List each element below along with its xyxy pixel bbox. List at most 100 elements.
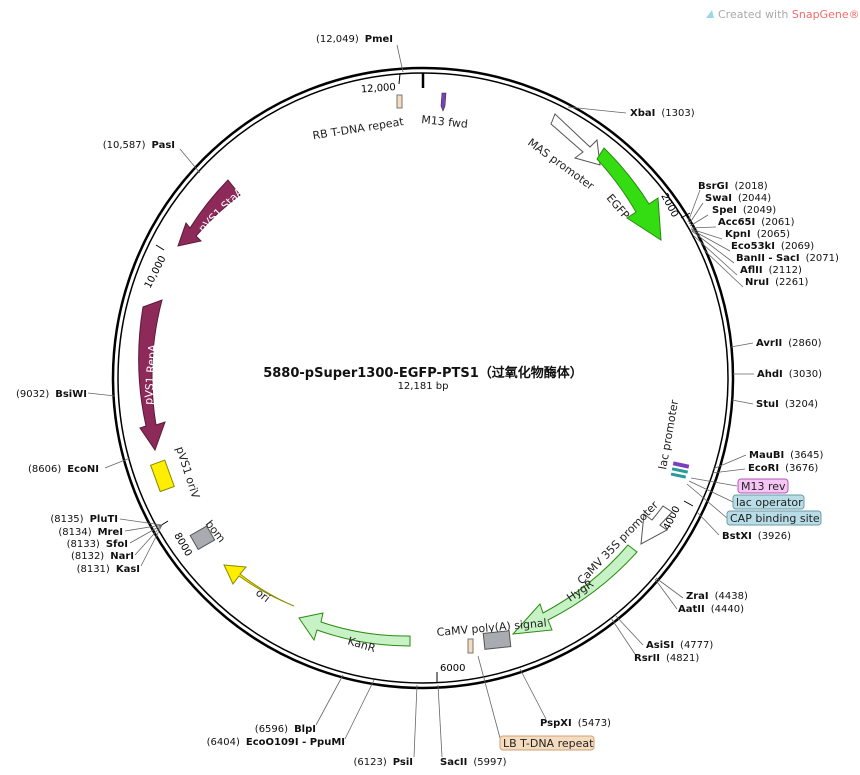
enzyme-bsiwi[interactable]: (9032)BsiWI [16,389,87,400]
badge-lac-operator-label: lac operator [736,496,803,509]
leader-m13rev [690,477,738,487]
leader-acc65i [690,226,717,229]
enzyme-eco53ki[interactable]: Eco53kI(2069) [731,241,814,252]
lac-operator-box[interactable] [671,467,689,474]
leader-banii [691,230,735,264]
enzyme-xbai[interactable]: XbaI(1303) [630,108,695,119]
badge-lb-tdna-repeat[interactable] [499,735,595,751]
camv-polya-box[interactable] [482,630,512,650]
ruler-tick-4000 [683,500,694,507]
ori-arrow[interactable] [223,564,295,607]
enzyme-ecori[interactable]: EcoRI(3676) [748,463,818,474]
enzyme-econi[interactable]: (8606)EcoNI [28,464,99,475]
watermark-suffix: ® [849,8,860,21]
kanr-arrow[interactable] [298,612,411,647]
camv-35s-promoter-label: CaMV 35S promoter [575,498,661,587]
pvs1-oriv-box[interactable] [149,459,175,493]
leader-ppumi [344,679,375,740]
enzyme-acc65i[interactable]: Acc65I(2061) [718,217,795,228]
leader-kasi [140,524,163,567]
leader-psii [413,684,418,758]
ruler-label-2000: 2000 [658,192,680,220]
svg-text:Created with SnapGene®: Created with SnapGene® [718,8,860,21]
bom-box[interactable] [189,525,216,551]
snapgene-logo-icon [706,10,714,18]
ruler-label-6000: 6000 [440,663,465,674]
badge-cap-binding-site[interactable] [726,510,822,526]
enzyme-psii[interactable]: (6123)PsiI [353,757,413,768]
rb-tdna-repeat-box[interactable] [396,94,403,109]
leader-bsrgi [687,189,701,223]
lb-tdna-repeat-box[interactable] [467,638,474,654]
enzyme-sacii[interactable]: SacII(5997) [440,757,507,768]
enzyme-pspxi[interactable]: PspXI(5473) [540,718,611,729]
cap-site-box[interactable] [670,472,687,479]
leader-aflii [693,235,738,276]
enzyme-blpi[interactable]: (6596)BlpI [255,724,316,735]
hygr-arrow[interactable] [511,544,638,635]
leader-cap [686,483,728,519]
leader-lbtdna [477,655,501,739]
leader-pasi [179,148,201,174]
enzyme-mrei[interactable]: (8134)MreI [58,527,123,538]
enzyme-aflii[interactable]: AflII(2112) [740,265,802,276]
leader-bstxi [696,511,720,536]
leader-stui [731,399,754,405]
feature-badges: M13 rev lac operator CAP binding site LB… [499,478,822,751]
watermark-prefix: Created with [718,8,792,21]
leader-swai [688,202,704,225]
leader-sacii [437,684,443,758]
enzyme-banii-saci[interactable]: BanII - SacI(2071) [736,253,839,264]
leader-nari [134,524,163,556]
enzyme-pmei[interactable]: (12,049)PmeI [316,34,393,45]
m13-fwd-label: M13 fwd [421,113,469,131]
pvs1-oriv-label: pVS1 oriV [173,445,202,501]
enzyme-avrii[interactable]: AvrII(2860) [756,338,822,349]
enzyme-asisi[interactable]: AsiSI(4777) [646,640,713,651]
lac-promoter-label: lac promoter [656,398,681,470]
enzyme-pasi[interactable]: (10,587)PasI [103,140,175,151]
leader-pluti [119,518,163,526]
enzyme-sfoi[interactable]: (8133)SfoI [67,539,128,550]
enzyme-stui[interactable]: StuI(3204) [756,399,818,410]
pvs1-staa-arrow[interactable] [177,179,241,247]
leader-nrui [703,249,744,288]
ruler-tick-10000 [155,244,165,251]
enzyme-kpni[interactable]: KpnI(2065) [725,229,790,240]
lac-promoter-box[interactable] [672,461,690,469]
enzyme-bstxi[interactable]: BstXI(3926) [722,531,791,542]
enzyme-nrui[interactable]: NruI(2261) [745,277,808,288]
leader-econi [104,457,131,469]
camv-35s-promoter-arrow[interactable] [640,505,673,545]
enzyme-leaders [87,44,754,758]
ruler-label-12000: 12,000 [361,82,397,95]
leader-eco53ki [691,229,731,252]
leader-kpni [690,228,723,240]
enzyme-zrai[interactable]: ZraI(4438) [686,591,748,602]
egfp-arrow[interactable] [596,147,662,241]
enzyme-ppumi[interactable]: (6404)EcoO109I - PpuMI [207,737,345,748]
m13-fwd-arrow[interactable] [440,92,447,112]
badge-lac-operator[interactable] [732,494,805,510]
enzyme-bsrgi[interactable]: BsrGI(2018) [698,181,768,192]
ruler-label-10000: 10,000 [143,254,169,290]
enzyme-spei[interactable]: SpeI(2049) [712,205,776,216]
leader-sfoi [129,524,163,544]
enzyme-swai[interactable]: SwaI(2044) [705,193,771,204]
ori-label: ori [253,586,272,605]
enzyme-aatii[interactable]: AatII(4440) [678,604,744,615]
badge-m13-rev[interactable] [737,478,789,494]
enzyme-nari[interactable]: (8132)NarI [71,551,134,562]
enzyme-ahdi[interactable]: AhdI(3030) [757,369,822,380]
enzyme-maubi[interactable]: MauBI(3645) [749,450,824,461]
enzyme-kasi[interactable]: (8131)KasI [77,564,140,575]
pvs1-repa-arrow[interactable] [138,299,166,452]
ruler-tick-2000 [680,212,691,219]
rb-tdna-repeat-label: RB T-DNA repeat [312,115,406,142]
leader-avrii [730,342,754,348]
badge-cap-binding-site-label: CAP binding site [730,512,820,525]
enzyme-pluti[interactable]: (8135)PluTI [50,514,118,525]
enzyme-rsrii[interactable]: RsrII(4821) [634,653,699,664]
mas-promoter-arrow[interactable] [550,113,601,166]
